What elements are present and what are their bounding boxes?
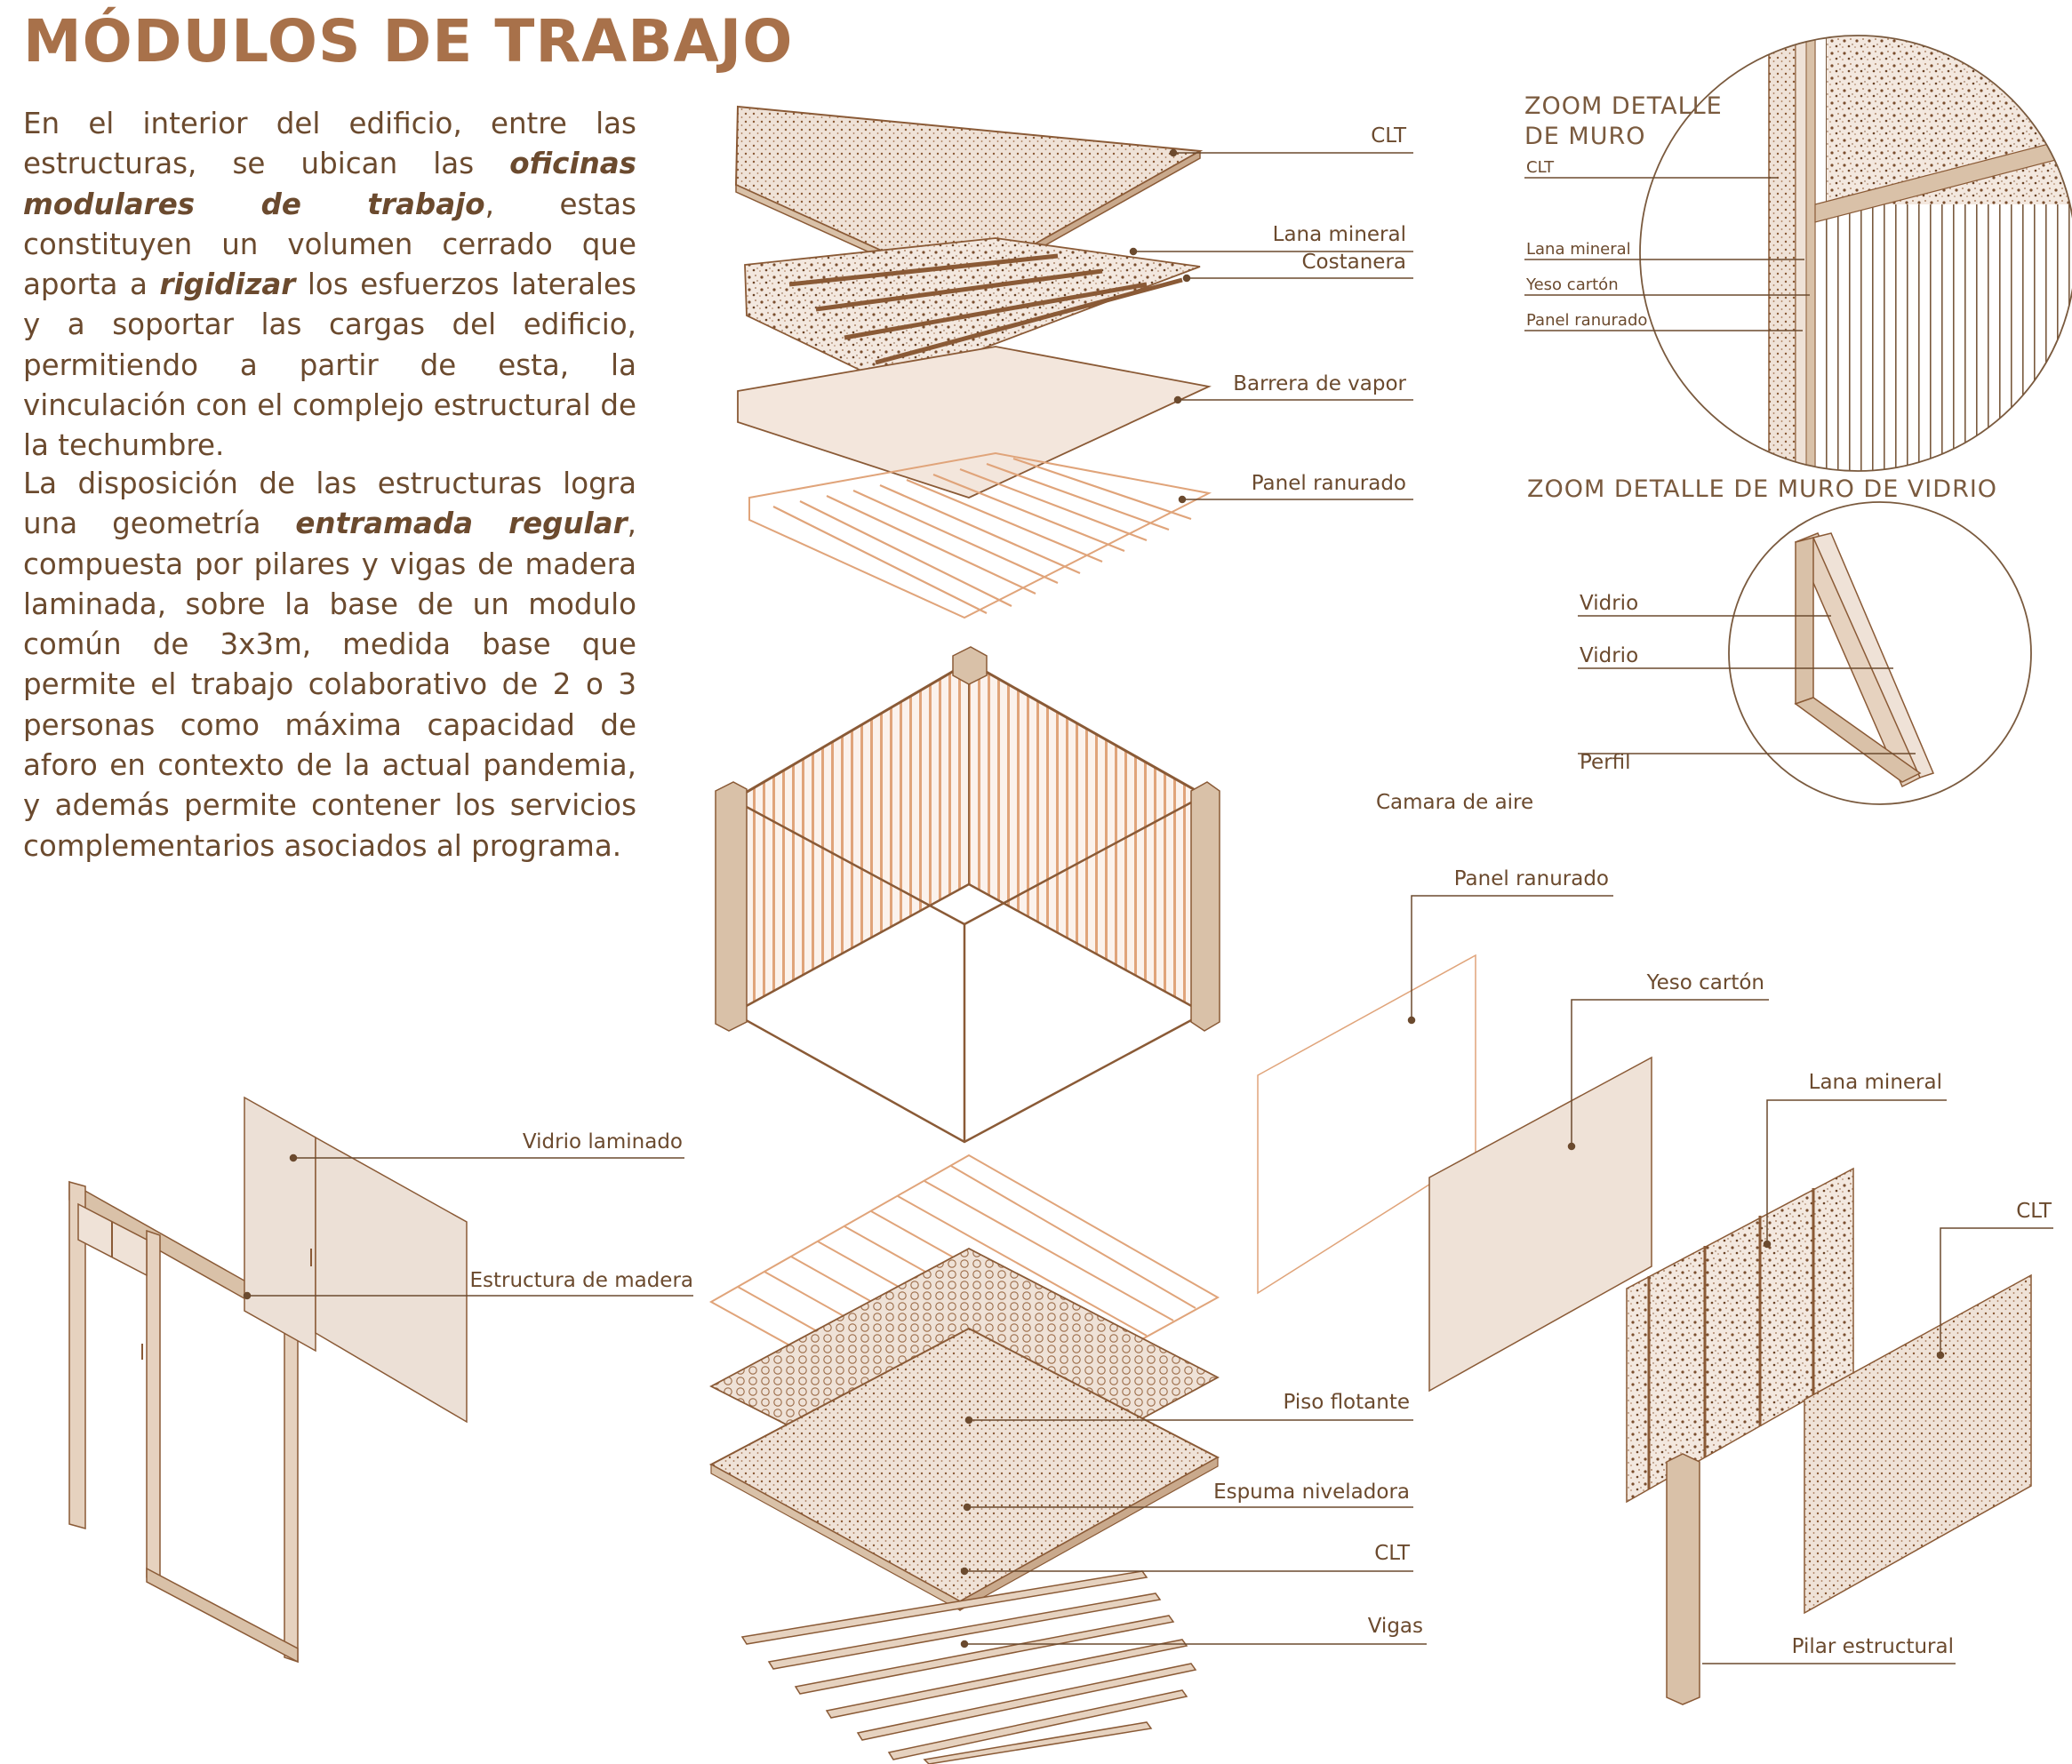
laminated-glass-panel: [244, 1096, 468, 1424]
glass-wall-callouts: [243, 1153, 693, 1300]
floor-beams: [740, 1570, 1197, 1764]
glass-zoom-callouts: [1578, 615, 1916, 754]
glass-zoom-profile-label: Perfil: [1580, 751, 1631, 774]
glass-wall-frame: [68, 1180, 299, 1664]
floating-floor-label: Piso flotante: [1283, 1391, 1410, 1414]
costanera-batten: [844, 282, 1148, 340]
plasterboard-panel: [1428, 1056, 1652, 1393]
roof-mineral-wool-label: Lana mineral: [1273, 223, 1406, 246]
wall-layer-callouts: [1407, 895, 2053, 1664]
corner-pillar: [715, 781, 748, 1032]
roof-vapor-barrier-label: Barrera de vapor: [1233, 372, 1406, 395]
floor-clt-label: CLT: [1374, 1542, 1411, 1565]
wall-mineral-wool-label: Lana mineral: [1809, 1071, 1942, 1094]
wall-zoom-callouts: [1524, 177, 1810, 331]
floor-clt-panel: [708, 1327, 1220, 1612]
page-title: MÓDULOS DE TRABAJO: [23, 7, 794, 76]
glass-zoom-glass-label-1: Vidrio: [1580, 592, 1638, 615]
roof-vapor-barrier: [737, 346, 1212, 499]
structure-paragraph: La disposición de las estructuras logra …: [23, 467, 636, 863]
glass-zoom-title: ZOOM DETALLE DE MURO DE VIDRIO: [1527, 475, 1997, 503]
glass-zoom-glass-label-2: Vidrio: [1580, 644, 1638, 667]
costanera-batten: [788, 253, 1059, 287]
wall-clt-label: CLT: [2016, 1200, 2052, 1223]
structural-pillar-label: Pilar estructural: [1792, 1635, 1954, 1658]
wall-zoom-slotted-panel-label: Panel ranurado: [1526, 311, 1647, 330]
wall-zoom-title-2: DE MURO: [1524, 123, 1646, 150]
roof-slotted-panel-label: Panel ranurado: [1252, 472, 1406, 495]
wall-zoom-title-1: ZOOM DETALLE: [1524, 92, 1723, 120]
air-chamber-label: Camara de aire: [1376, 791, 1533, 814]
laminated-glass-label: Vidrio laminado: [523, 1130, 683, 1153]
wall-zoom-mineral-wool-label: Lana mineral: [1526, 240, 1631, 259]
glass-wall-detail-zoom: [1728, 501, 2032, 805]
wall-clt-panel: [1804, 1273, 2032, 1615]
intro-paragraph: En el interior del edificio, entre las e…: [23, 107, 636, 463]
wall-zoom-plasterboard-label: Yeso cartón: [1525, 275, 1619, 294]
corner-pillar: [952, 646, 988, 685]
structural-pillar: [1666, 1453, 1700, 1705]
wall-zoom-clt-label: CLT: [1526, 158, 1555, 177]
leveling-foam-label: Espuma niveladora: [1213, 1481, 1410, 1504]
roof-costanera-label: Costanera: [1301, 251, 1406, 274]
roof-callouts: [1129, 148, 1413, 504]
work-module-box: [715, 646, 1220, 1144]
roof-clt-label: CLT: [1371, 124, 1407, 148]
floor-callouts: [960, 1416, 1427, 1648]
corner-pillar: [1190, 781, 1220, 1032]
costanera-batten: [815, 268, 1103, 312]
wood-structure-label: Estructura de madera: [469, 1269, 693, 1292]
wall-slotted-panel-label: Panel ranurado: [1454, 867, 1609, 890]
costanera-batten: [875, 277, 1183, 365]
beams-label: Vigas: [1368, 1615, 1423, 1638]
roof-mineral-wool-layer: [744, 237, 1201, 385]
wall-plasterboard-label: Yeso cartón: [1646, 971, 1764, 994]
roof-slotted-panel: [748, 451, 1212, 619]
